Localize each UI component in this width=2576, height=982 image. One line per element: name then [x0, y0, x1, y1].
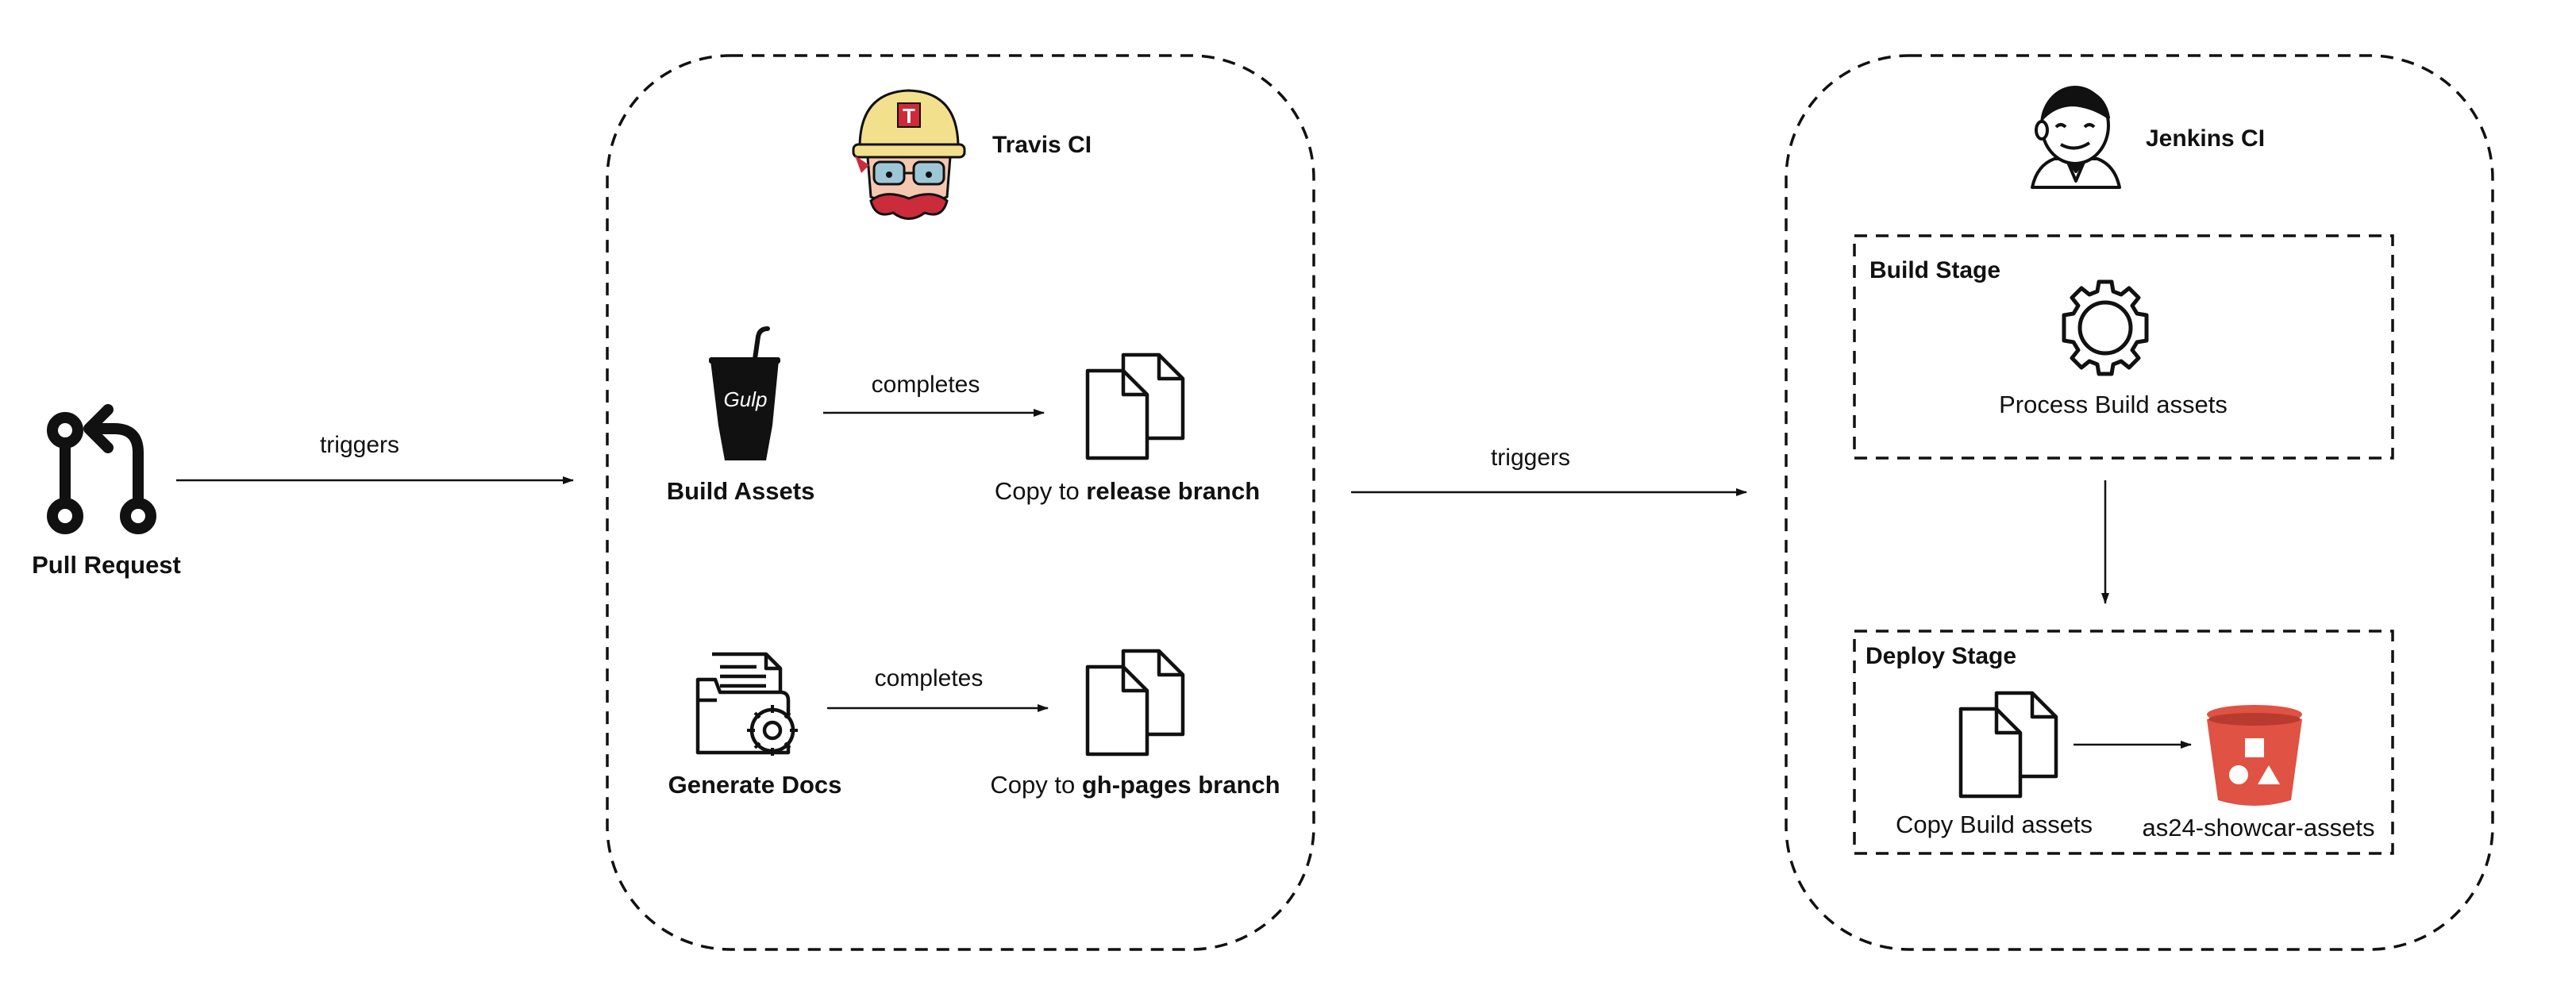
jenkins-ci-container — [1785, 54, 2494, 951]
travis-ci-title: Travis CI — [992, 132, 1092, 158]
build-stage-title: Build Stage — [1869, 257, 2001, 283]
svg-text:Gulp: Gulp — [724, 387, 768, 411]
travis-ci-container — [606, 54, 1315, 951]
build-assets-label: Build Assets — [666, 477, 815, 505]
gulp-cup-icon: Gulp — [709, 326, 780, 460]
jenkins-butler-icon — [2031, 86, 2121, 189]
s3-bucket-icon — [2207, 705, 2302, 806]
travis-mascot-icon: T — [852, 89, 966, 220]
git-pull-request-icon — [47, 404, 156, 534]
copy-release-branch: release branch — [1086, 477, 1261, 505]
edge-label-triggers-2: triggers — [1490, 445, 1571, 471]
edge-label-completes-2: completes — [874, 665, 984, 691]
copy-ghpages-label: Copy to gh-pages branch — [990, 772, 1280, 797]
copy-release-files-icon — [1088, 355, 1183, 458]
copy-ghpages-branch: gh-pages branch — [1081, 771, 1280, 799]
copy-ghpages-files-icon — [1088, 651, 1183, 754]
copy-ghpages-prefix: Copy to — [990, 771, 1082, 799]
jenkins-ci-title: Jenkins CI — [2146, 125, 2266, 152]
edge-label-triggers-1: triggers — [319, 432, 400, 458]
copy-release-label: Copy to release branch — [995, 479, 1260, 503]
copy-build-assets-label: Copy Build assets — [1895, 811, 2093, 838]
copy-build-assets-files-icon — [1961, 693, 2056, 796]
gear-icon — [2062, 279, 2149, 376]
deploy-stage-box — [1853, 630, 2394, 855]
deploy-stage-title: Deploy Stage — [1866, 643, 2017, 669]
process-build-assets-label: Process Build assets — [1999, 391, 2228, 418]
build-stage-box — [1853, 234, 2394, 460]
edge-label-completes-1: completes — [871, 372, 980, 398]
docs-folder-gear-icon — [695, 652, 798, 756]
bucket-label: as24-showcar-assets — [2142, 814, 2375, 841]
pull-request-label: Pull Request — [32, 551, 181, 579]
copy-release-prefix: Copy to — [994, 477, 1087, 505]
generate-docs-label: Generate Docs — [668, 771, 842, 799]
svg-text:T: T — [903, 104, 915, 128]
